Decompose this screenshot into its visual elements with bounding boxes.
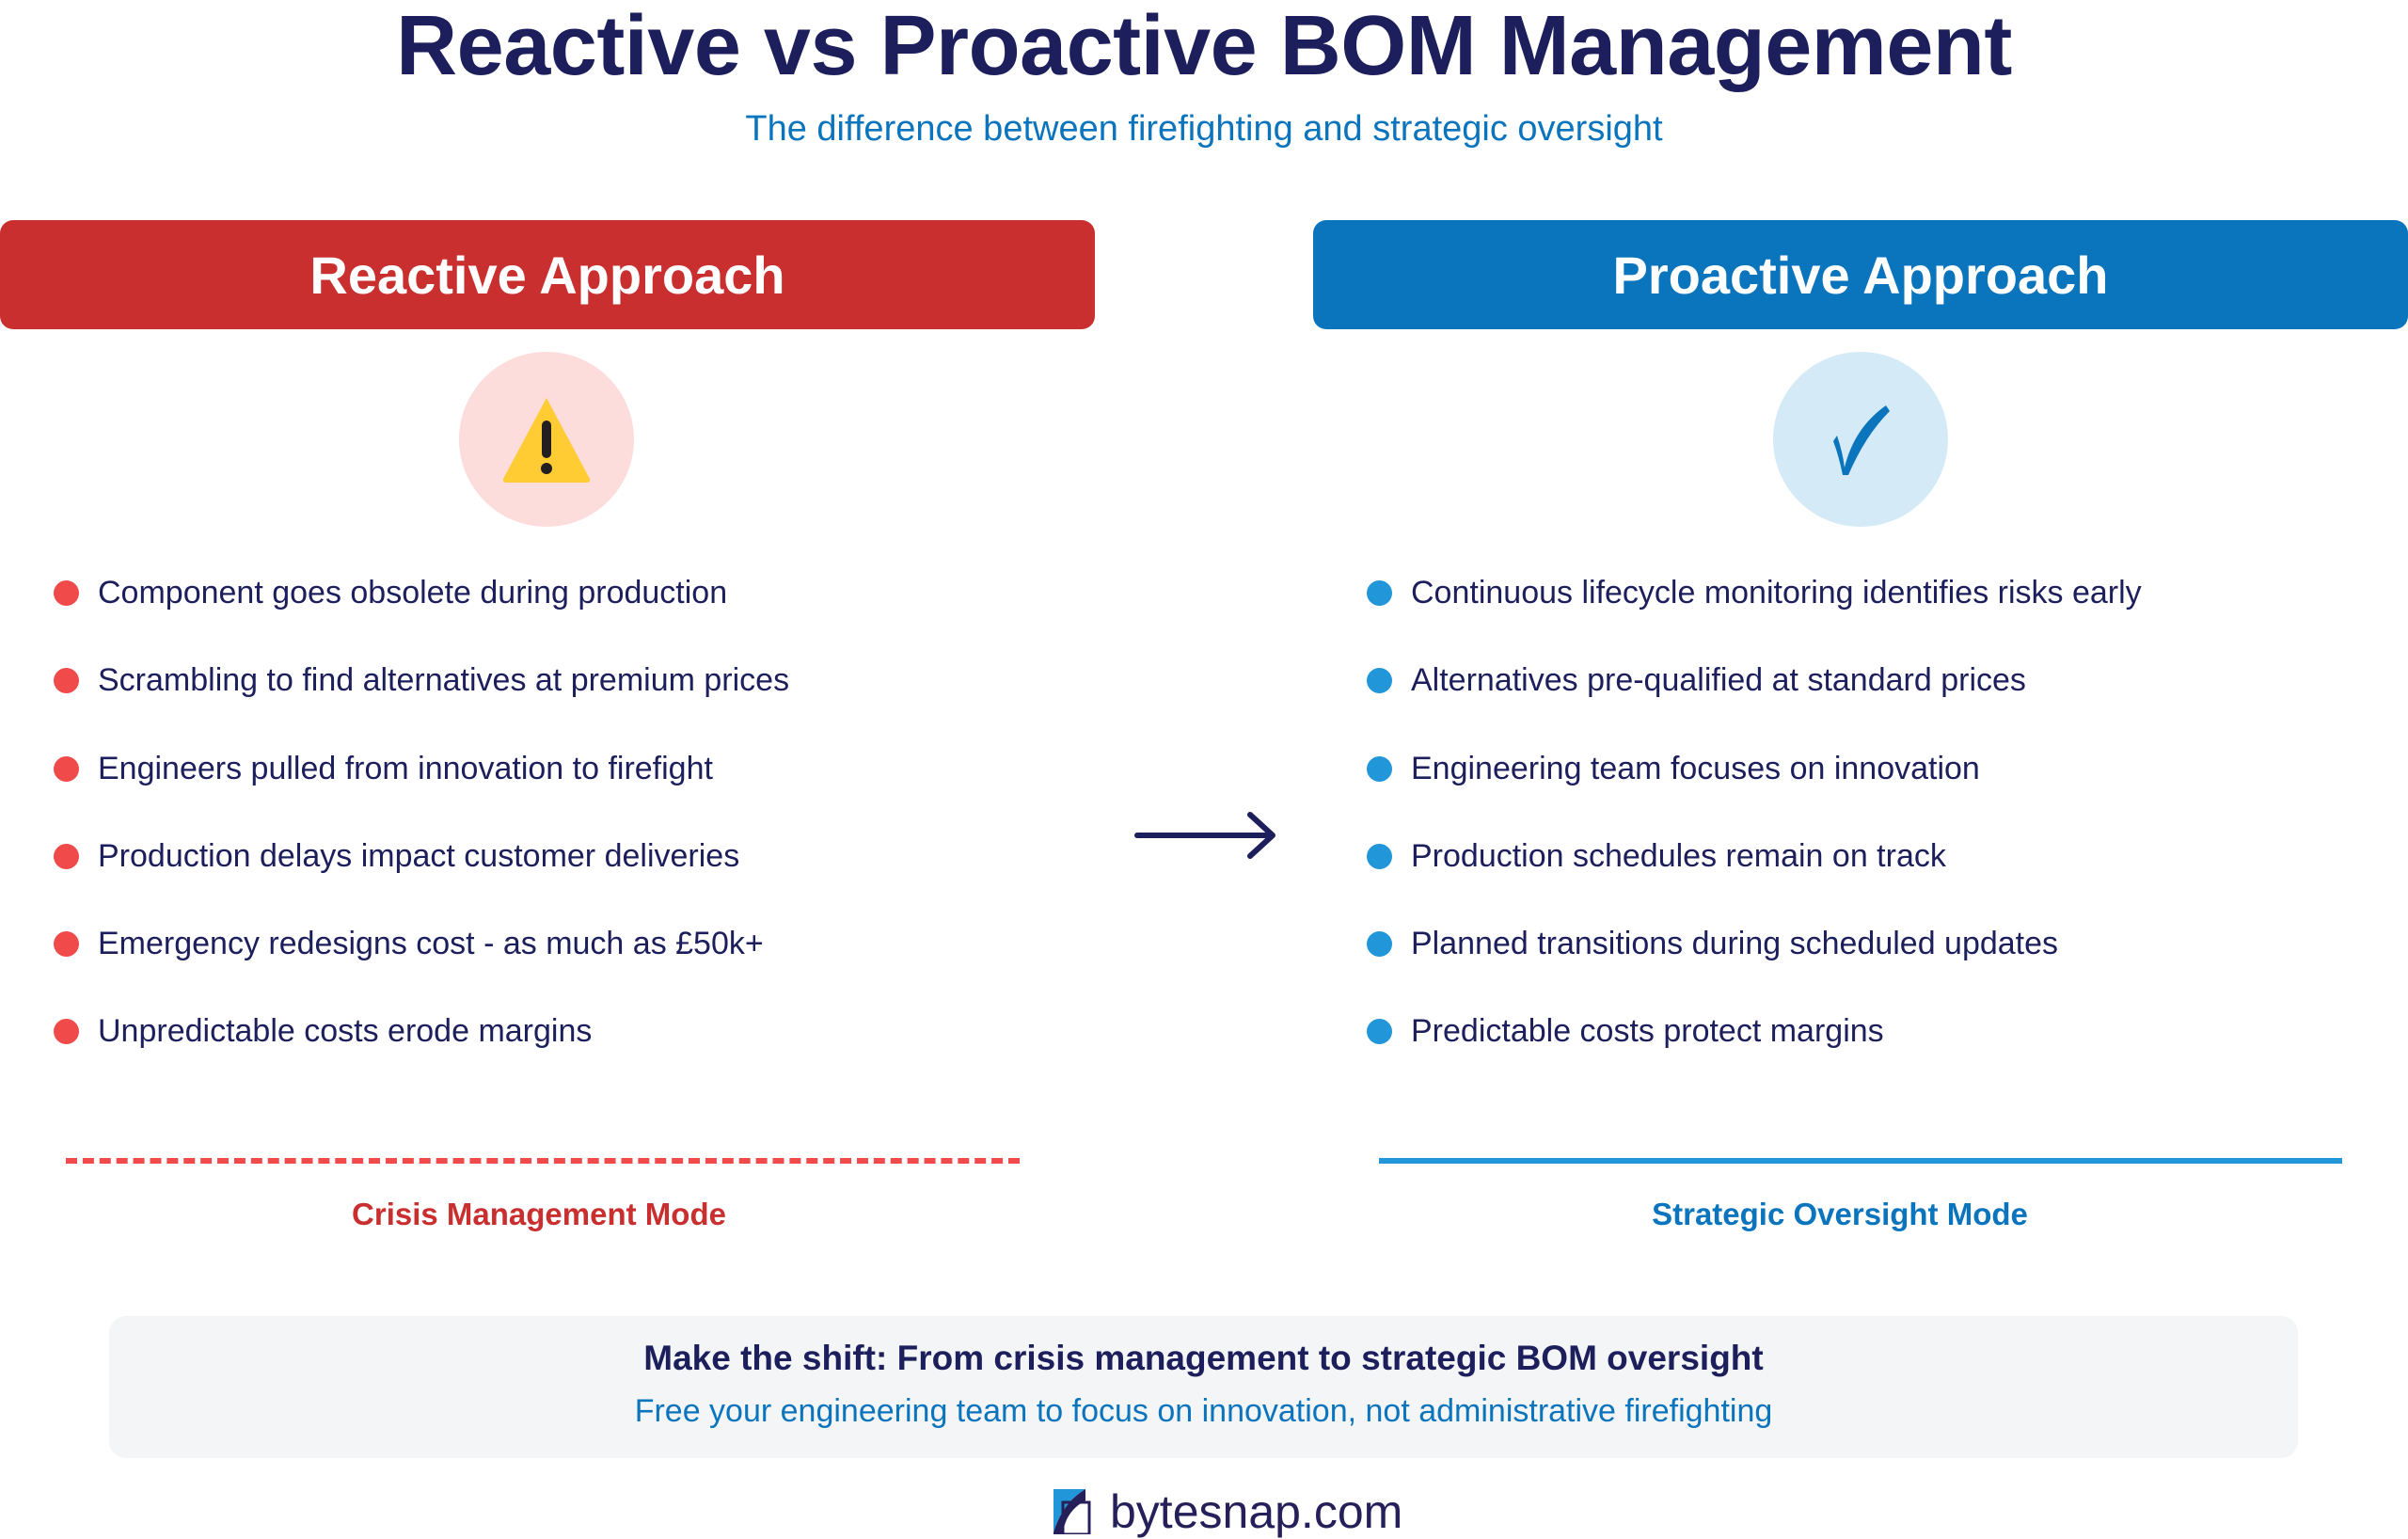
list-item-text: Production schedules remain on track xyxy=(1411,837,1946,874)
bullet-dot-icon xyxy=(54,930,79,957)
footer-logo-text: bytesnap.com xyxy=(1110,1485,1403,1538)
list-item-text: Planned transitions during scheduled upd… xyxy=(1411,925,2059,961)
proactive-list-item: Planned transitions during scheduled upd… xyxy=(1367,920,2058,967)
reactive-list-item: Emergency redesigns cost - as much as £5… xyxy=(54,920,764,967)
proactive-list-item: Engineering team focuses on innovation xyxy=(1367,745,1980,792)
page-subtitle: The difference between firefighting and … xyxy=(745,109,1663,149)
list-item-text: Production delays impact customer delive… xyxy=(98,837,740,874)
list-item-text: Unpredictable costs erode margins xyxy=(98,1012,593,1049)
proactive-divider xyxy=(1379,1158,2342,1164)
checkmark-icon xyxy=(1773,352,1948,527)
bullet-dot-icon xyxy=(1367,1018,1392,1044)
page-title: Reactive vs Proactive BOM Management xyxy=(396,0,2012,93)
list-item-text: Scrambling to find alternatives at premi… xyxy=(98,661,790,698)
list-item-text: Predictable costs protect margins xyxy=(1411,1012,1884,1049)
arrow-right-icon xyxy=(1134,812,1275,859)
list-item-text: Component goes obsolete during productio… xyxy=(98,574,728,611)
reactive-list-item: Production delays impact customer delive… xyxy=(54,833,739,880)
reactive-header: Reactive Approach xyxy=(0,220,1095,329)
bullet-dot-icon xyxy=(54,843,79,869)
proactive-list-item: Alternatives pre-qualified at standard p… xyxy=(1367,657,2026,704)
bullet-dot-icon xyxy=(54,755,79,782)
proactive-list-item: Continuous lifecycle monitoring identifi… xyxy=(1367,569,2142,616)
reactive-list-item: Component goes obsolete during productio… xyxy=(54,569,727,616)
reactive-divider xyxy=(66,1158,1020,1164)
reactive-list-item: Unpredictable costs erode margins xyxy=(54,1007,592,1055)
proactive-list-item: Predictable costs protect margins xyxy=(1367,1007,1884,1055)
reactive-mode-label: Crisis Management Mode xyxy=(352,1197,726,1231)
bullet-dot-icon xyxy=(54,667,79,693)
callout-box: Make the shift: From crisis management t… xyxy=(109,1316,2298,1458)
bullet-dot-icon xyxy=(1367,579,1392,606)
reactive-list-item: Scrambling to find alternatives at premi… xyxy=(54,657,789,704)
bullet-dot-icon xyxy=(1367,667,1392,693)
list-item-text: Engineering team focuses on innovation xyxy=(1411,750,1980,786)
proactive-header: Proactive Approach xyxy=(1313,220,2408,329)
proactive-mode-label: Strategic Oversight Mode xyxy=(1652,1197,2028,1231)
footer-logo: bytesnap.com xyxy=(1054,1484,1402,1539)
bullet-dot-icon xyxy=(1367,755,1392,782)
proactive-list-item: Production schedules remain on track xyxy=(1367,833,1946,880)
list-item-text: Emergency redesigns cost - as much as £5… xyxy=(98,925,764,961)
bullet-dot-icon xyxy=(1367,843,1392,869)
warning-icon xyxy=(459,352,634,527)
reactive-list-item: Engineers pulled from innovation to fire… xyxy=(54,745,713,792)
bullet-dot-icon xyxy=(1367,930,1392,957)
bytesnap-logo-icon xyxy=(1054,1489,1091,1534)
bullet-dot-icon xyxy=(54,579,79,606)
list-item-text: Alternatives pre-qualified at standard p… xyxy=(1411,661,2026,698)
callout-title: Make the shift: From crisis management t… xyxy=(643,1339,1764,1377)
list-item-text: Continuous lifecycle monitoring identifi… xyxy=(1411,574,2142,611)
bullet-dot-icon xyxy=(54,1018,79,1044)
list-item-text: Engineers pulled from innovation to fire… xyxy=(98,750,713,786)
callout-subtitle: Free your engineering team to focus on i… xyxy=(634,1393,1773,1429)
